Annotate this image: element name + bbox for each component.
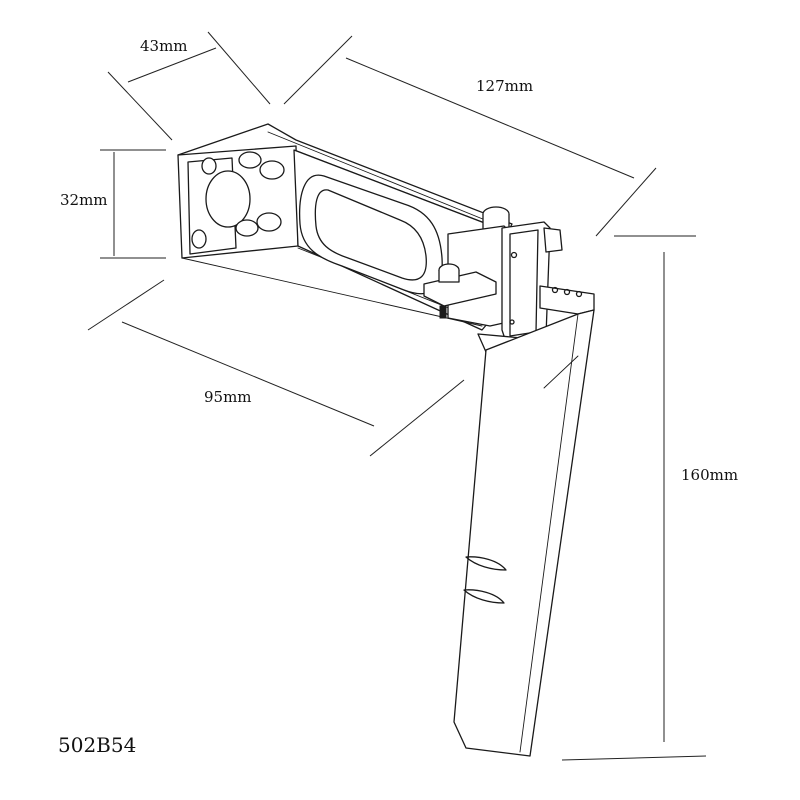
- blade-top-block: [539, 285, 595, 315]
- dim-127-line: [345, 57, 635, 179]
- bracket-hole-1: [201, 157, 217, 175]
- rudder-blade: [453, 285, 595, 757]
- bracket-slot-inner: [314, 189, 427, 281]
- blade-taper-edge: [543, 355, 579, 389]
- hinge-face: [509, 229, 539, 337]
- dim-95-label: 95mm: [204, 388, 252, 406]
- dim-43-line: [127, 47, 217, 83]
- bracket-hole-2: [191, 229, 207, 249]
- dim-43-ext-right: [207, 31, 271, 105]
- dim-127-ext-right: [595, 167, 657, 237]
- dim-95-ext-left: [87, 279, 165, 331]
- blade-mark-1: [465, 556, 507, 571]
- dim-43-ext-left: [107, 71, 173, 141]
- bracket-hole-4: [259, 160, 285, 180]
- part-number: 502B54: [58, 733, 136, 757]
- hinge-boss: [543, 227, 563, 253]
- bracket-hole-large: [205, 170, 251, 228]
- dim-160-ext-bottom: [561, 755, 707, 761]
- blade-mark-2: [463, 589, 505, 604]
- lock-nut: [439, 305, 447, 319]
- bracket-top-edge: [267, 131, 501, 227]
- hinge-block: [423, 206, 563, 343]
- blade-top-hole-3: [575, 290, 583, 298]
- dim-160-label: 160mm: [681, 466, 738, 484]
- dim-127-ext-left: [283, 35, 353, 105]
- bracket-hole-6: [256, 212, 282, 232]
- bracket-hole-3: [238, 151, 262, 169]
- blade-leading-edge: [519, 313, 579, 753]
- bracket-side-plate-inner: [187, 157, 237, 255]
- bracket-arm-bottom-edge: [181, 257, 483, 327]
- bracket-slot: [298, 174, 443, 295]
- blade-top-hole-1: [551, 286, 559, 294]
- blade-body: [453, 309, 595, 757]
- bracket-hole-5: [235, 219, 259, 237]
- hinge-screw-hole-2: [509, 319, 515, 325]
- blade-top-hole-2: [563, 288, 571, 296]
- dim-95-line: [121, 321, 375, 427]
- dim-127-label: 127mm: [476, 77, 533, 95]
- dim-32-label: 32mm: [60, 191, 108, 209]
- dim-95-ext-right: [369, 379, 465, 457]
- set-screw-body: [438, 270, 460, 283]
- hinge-screw-hole-1: [510, 251, 518, 259]
- dimension-lines: [87, 31, 707, 761]
- dim-43-label: 43mm: [140, 37, 188, 55]
